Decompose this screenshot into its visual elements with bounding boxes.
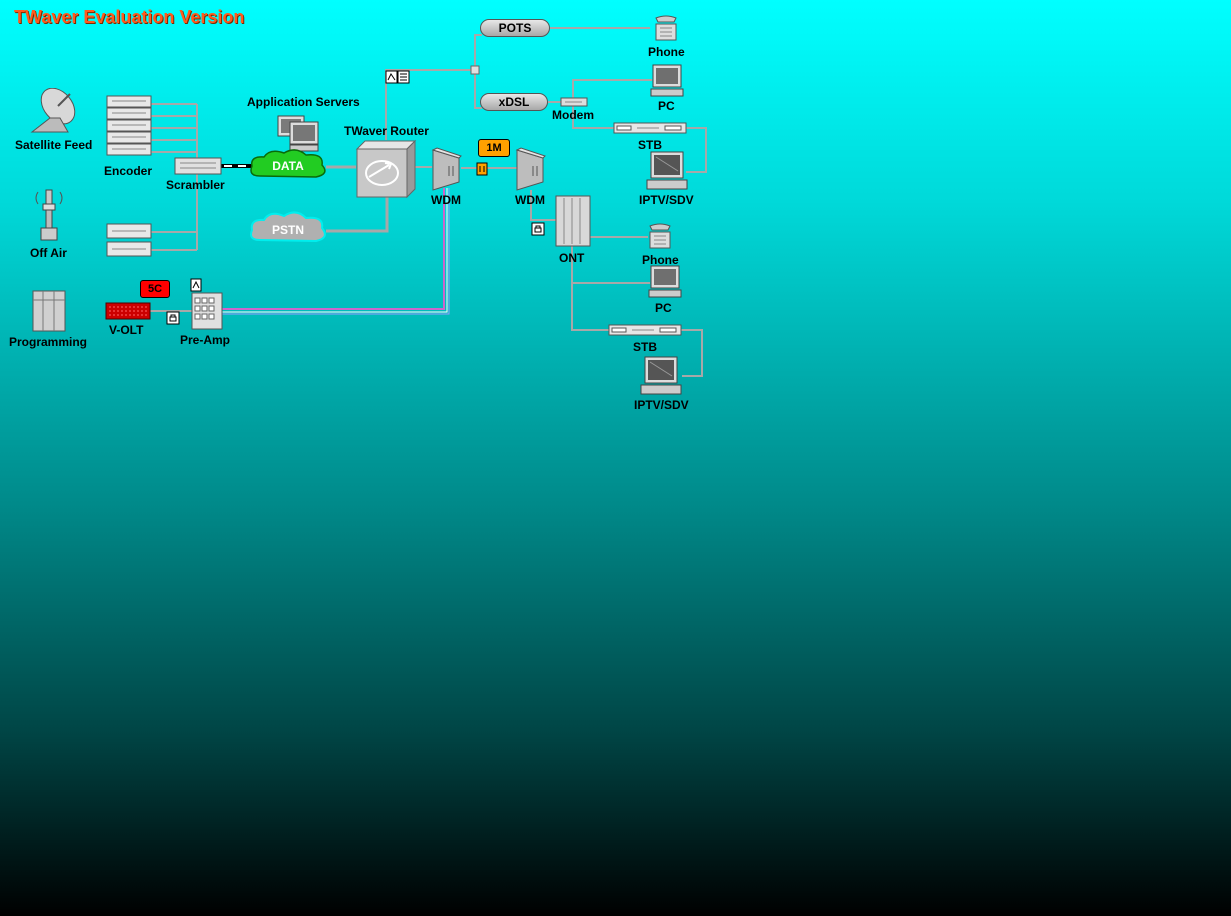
phone-2-icon[interactable] [646,222,674,250]
link-wdm-ont [530,190,556,221]
iptv-2-icon[interactable] [640,356,682,396]
satellite-dish-icon[interactable] [30,88,80,136]
data-cloud-label: DATA [272,159,304,173]
router-icon[interactable] [355,139,417,199]
programming-rack-icon[interactable] [32,290,66,332]
link-encoder-scrambler [150,103,198,251]
scrambler-label: Scrambler [166,178,225,192]
ont-icon[interactable] [555,195,591,247]
application-servers-label: Application Servers [247,95,360,109]
link-preamp-wdm [222,188,445,310]
evaluation-watermark: TWaver Evaluation Version [14,7,245,27]
management-icon[interactable] [385,70,411,84]
broadcast-tower-icon[interactable] [32,184,66,244]
encoder-rack-lower-icon[interactable] [106,223,152,259]
phone-2-label: Phone [642,253,679,267]
volt-lock-icon[interactable] [166,311,180,325]
alarm-critical-badge[interactable]: 5C [140,280,170,298]
server-computers-icon[interactable] [276,114,320,154]
ont-label: ONT [559,251,585,265]
iptv-2-label: IPTV/SDV [634,398,689,412]
wdm-1-icon[interactable] [431,146,463,192]
modem-label: Modem [552,108,594,122]
link-device-icon[interactable] [476,160,488,176]
pc-1-label: PC [658,99,675,113]
preamp-label: Pre-Amp [180,333,231,347]
volt-icon[interactable] [105,302,151,320]
pc-2-icon[interactable] [648,265,682,299]
encoder-label: Encoder [104,164,153,178]
programming-label: Programming [9,335,88,349]
stb-2-label: STB [633,340,657,354]
preamp-status-icon[interactable] [190,278,202,292]
pstn-cloud-label: PSTN [271,223,304,237]
wdm-2-icon[interactable] [515,146,547,192]
volt-label: V-OLT [109,323,144,337]
link-ont-stb [571,283,610,331]
scrambler-icon[interactable] [174,157,222,175]
stb-1-icon[interactable] [613,122,687,134]
data-cloud-icon[interactable] [248,148,330,184]
junction-point [470,65,480,75]
encoder-rack-icon[interactable] [106,95,152,161]
link-stb-iptv-1 [686,127,707,173]
satellite-feed-label: Satellite Feed [15,138,93,152]
modem-icon[interactable] [560,97,588,107]
pc-1-icon[interactable] [650,64,684,98]
phone-1-label: Phone [648,45,685,59]
link-modem-stb [572,105,614,129]
router-label: TWaver Router [344,124,429,138]
iptv-1-icon[interactable] [646,151,688,191]
stb-2-icon[interactable] [608,324,682,336]
pstn-cloud-icon[interactable] [248,210,330,248]
iptv-1-label: IPTV/SDV [639,193,694,207]
stb-1-label: STB [638,138,662,152]
pots-node[interactable]: POTS [480,19,550,37]
phone-1-icon[interactable] [652,14,680,42]
link-modem-pc [572,79,652,105]
wdm-1-label: WDM [431,193,461,207]
xdsl-node[interactable]: xDSL [480,93,548,111]
pc-2-label: PC [655,301,672,315]
alarm-major-badge[interactable]: 1M [478,139,510,157]
link-pstn-router [326,196,389,233]
preamp-icon[interactable] [191,292,223,330]
off-air-label: Off Air [30,246,67,260]
link-stb-iptv-2 [680,329,703,377]
ont-lock-icon[interactable] [531,222,545,236]
wdm-2-label: WDM [515,193,545,207]
